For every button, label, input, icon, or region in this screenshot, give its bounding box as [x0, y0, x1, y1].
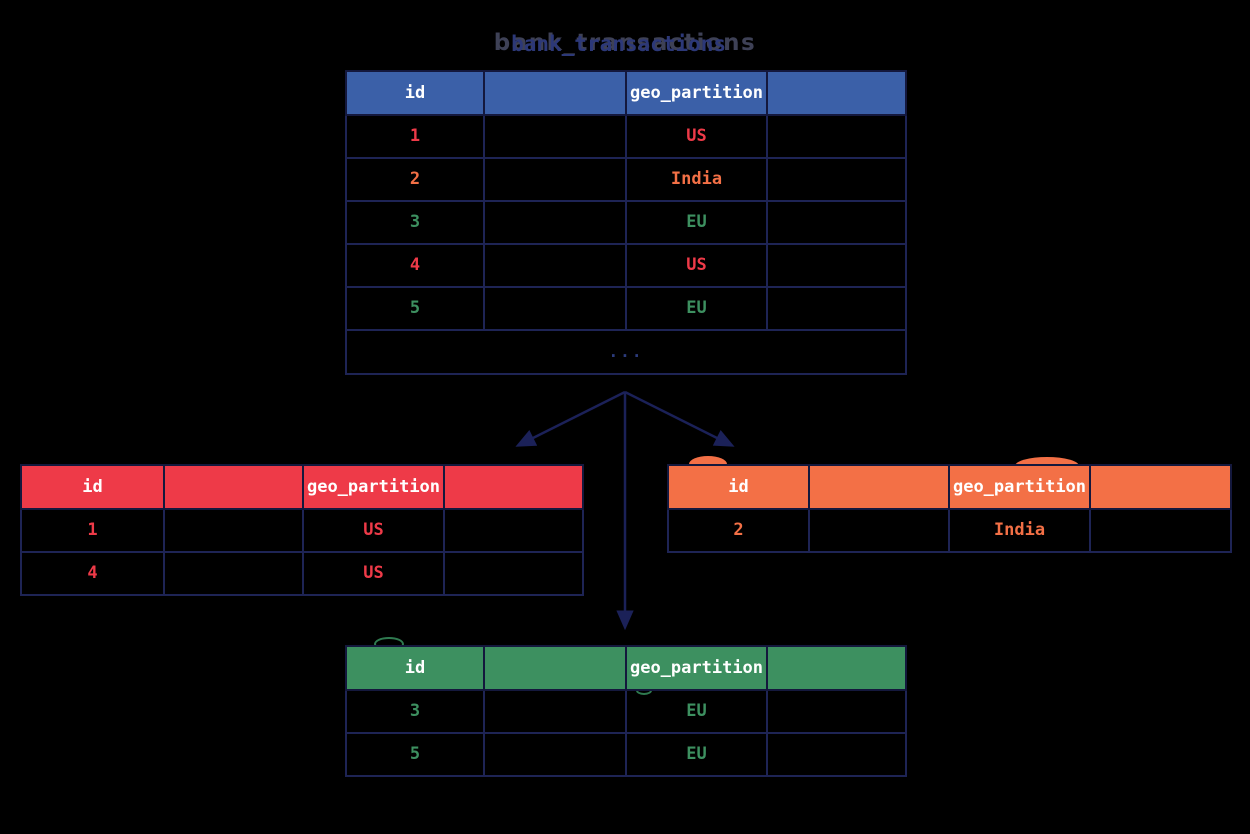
cell-geo-partition: EU — [625, 689, 768, 734]
table-row: 2 India — [667, 508, 1232, 553]
cell-id: 1 — [20, 508, 165, 553]
header-cell-blank-1 — [483, 645, 627, 691]
ellipsis-row: ... — [345, 329, 907, 375]
cell-id: 4 — [20, 551, 165, 596]
cell-blank — [766, 732, 907, 777]
cell-blank — [483, 157, 627, 202]
cell-geo-partition: India — [625, 157, 768, 202]
table-header-row: id geo_partition — [345, 70, 907, 116]
cell-geo-partition: US — [302, 551, 445, 596]
arrow-to-us-table — [515, 390, 626, 447]
cell-blank — [483, 243, 627, 288]
bank-transactions-table: id geo_partition 1 US 2 India 3 EU 4 US … — [345, 70, 907, 375]
cell-blank — [766, 114, 907, 159]
cell-blank — [483, 732, 627, 777]
diagram-title-ghost: bank_transactions — [493, 30, 757, 56]
table-row: 5 EU — [345, 286, 907, 331]
cell-geo-partition: US — [625, 243, 768, 288]
header-cell-id: id — [667, 464, 810, 510]
table-row: 2 India — [345, 157, 907, 202]
us-partition-table: id geo_partition 1 US 4 US — [20, 464, 584, 596]
table-row: 4 US — [20, 551, 584, 596]
header-cell-geo-partition: geo_partition — [625, 70, 768, 116]
cell-blank — [443, 551, 584, 596]
cell-id: 5 — [345, 286, 485, 331]
cell-blank — [766, 200, 907, 245]
table-row: 3 EU — [345, 200, 907, 245]
header-cell-blank-1 — [163, 464, 304, 510]
header-cell-geo-partition: geo_partition — [948, 464, 1091, 510]
cell-blank — [483, 114, 627, 159]
cell-blank — [808, 508, 950, 553]
table-header-row: id geo_partition — [20, 464, 584, 510]
cell-id: 2 — [667, 508, 810, 553]
table-header-row: id geo_partition — [345, 645, 907, 691]
table-row: 4 US — [345, 243, 907, 288]
ellipsis-cell: ... — [345, 329, 907, 375]
table-row: 3 EU — [345, 689, 907, 734]
header-cell-blank-2 — [1089, 464, 1232, 510]
arrow-to-india-table — [624, 390, 735, 447]
diagram-title: bank_transactions bank_transactions — [0, 30, 1250, 64]
cell-id: 1 — [345, 114, 485, 159]
header-cell-geo-partition: geo_partition — [625, 645, 768, 691]
cell-blank — [1089, 508, 1232, 553]
cell-id: 5 — [345, 732, 485, 777]
header-cell-id: id — [20, 464, 165, 510]
cell-geo-partition: India — [948, 508, 1091, 553]
cell-geo-partition: US — [302, 508, 445, 553]
cell-geo-partition: EU — [625, 286, 768, 331]
header-cell-blank-2 — [443, 464, 584, 510]
header-cell-geo-partition: geo_partition — [302, 464, 445, 510]
header-cell-id: id — [345, 70, 485, 116]
eu-partition-table: id geo_partition 3 EU 5 EU — [345, 645, 907, 777]
cell-geo-partition: EU — [625, 200, 768, 245]
cell-blank — [766, 689, 907, 734]
cell-blank — [483, 689, 627, 734]
cell-blank — [766, 286, 907, 331]
cell-blank — [443, 508, 584, 553]
diagram-title-text: bank_transactions — [511, 32, 727, 56]
header-cell-blank-2 — [766, 70, 907, 116]
cell-blank — [163, 551, 304, 596]
header-cell-id: id — [345, 645, 485, 691]
cell-blank — [766, 157, 907, 202]
header-cell-blank-1 — [808, 464, 950, 510]
cell-geo-partition: US — [625, 114, 768, 159]
table-header-row: id geo_partition — [667, 464, 1232, 510]
table-row: 5 EU — [345, 732, 907, 777]
cell-blank — [163, 508, 304, 553]
table-row: 1 US — [345, 114, 907, 159]
cell-id: 3 — [345, 200, 485, 245]
cell-id: 3 — [345, 689, 485, 734]
header-cell-blank-2 — [766, 645, 907, 691]
cell-id: 2 — [345, 157, 485, 202]
header-cell-blank-1 — [483, 70, 627, 116]
cell-blank — [483, 200, 627, 245]
cell-blank — [483, 286, 627, 331]
cell-id: 4 — [345, 243, 485, 288]
india-partition-table: id geo_partition 2 India — [667, 464, 1232, 553]
cell-geo-partition: EU — [625, 732, 768, 777]
cell-blank — [766, 243, 907, 288]
table-row: 1 US — [20, 508, 584, 553]
